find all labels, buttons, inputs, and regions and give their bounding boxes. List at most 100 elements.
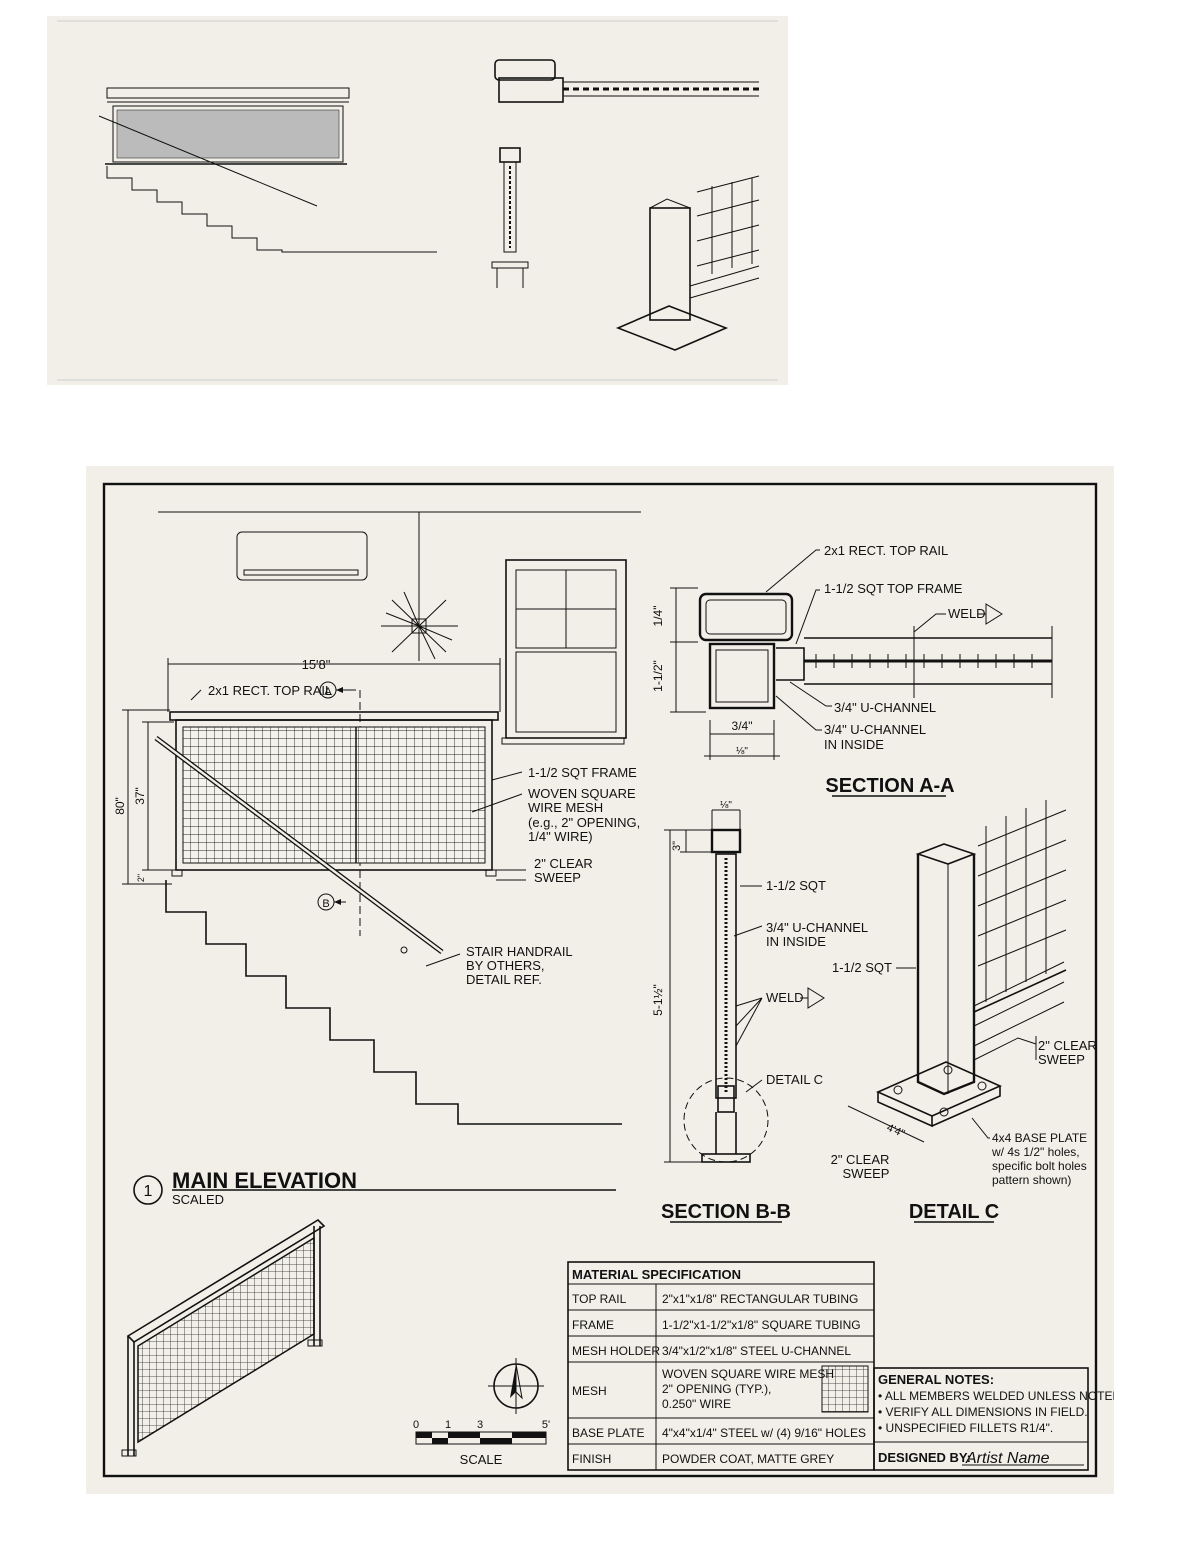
material-spec-table: MATERIAL SPECIFICATION TOP RAIL 2"x1"x1/… [567, 1261, 875, 1471]
svg-text:POWDER COAT, MATTE GREY: POWDER COAT, MATTE GREY [662, 1452, 834, 1466]
ac-unit-icon [236, 531, 368, 581]
svg-text:BASE PLATE: BASE PLATE [572, 1426, 644, 1440]
height-overall-dim: 80" [113, 797, 127, 815]
svg-text:2" CLEAR: 2" CLEAR [534, 856, 593, 871]
svg-text:DESIGNED BY:: DESIGNED BY: [878, 1450, 971, 1465]
top-rail [169, 711, 499, 721]
svg-text:WELD: WELD [766, 990, 804, 1005]
svg-text:A: A [324, 686, 332, 698]
svg-text:DETAIL C: DETAIL C [766, 1072, 823, 1087]
svg-text:B: B [322, 898, 329, 910]
svg-text:3/4" U-CHANNEL: 3/4" U-CHANNEL [824, 722, 926, 737]
scale-label: SCALE [460, 1452, 503, 1467]
svg-text:4"x4"x1/4" STEEL w/ (4) 9/16": 4"x4"x1/4" STEEL w/ (4) 9/16" HOLES [662, 1426, 866, 1440]
svg-text:2" CLEAR: 2" CLEAR [1038, 1038, 1097, 1053]
svg-text:MESH: MESH [572, 1384, 607, 1398]
thumb-section-bb [491, 147, 529, 288]
top-rail-label: 2x1 RECT. TOP RAIL [208, 683, 332, 698]
mesh-swatch-icon [821, 1365, 869, 1413]
scale-bar: 0 1 3 5' SCALE [413, 1419, 550, 1467]
svg-text:MATERIAL SPECIFICATION: MATERIAL SPECIFICATION [572, 1267, 741, 1282]
svg-text:• VERIFY ALL DIMENSIONS IN FIE: • VERIFY ALL DIMENSIONS IN FIELD. [878, 1405, 1088, 1419]
svg-text:⅛": ⅛" [736, 746, 748, 757]
section-bb-title: SECTION B-B [661, 1201, 791, 1223]
elevation-subtitle: SCALED [172, 1192, 224, 1207]
window-icon [501, 559, 627, 745]
top-rail-section [698, 592, 794, 642]
view-number: 1 [144, 1183, 153, 1200]
svg-text:WOVEN SQUARE: WOVEN SQUARE [528, 786, 636, 801]
north-arrow-icon [488, 1358, 544, 1414]
svg-text:BY OTHERS,: BY OTHERS, [466, 958, 545, 973]
svg-text:1-1/2"x1-1/2"x1/8" SQUARE TUBI: 1-1/2"x1-1/2"x1/8" SQUARE TUBING [662, 1318, 861, 1332]
thumb-elevation [98, 87, 437, 253]
thumbnail-drawing [57, 20, 778, 381]
svg-text:1: 1 [445, 1419, 451, 1431]
blueprint-drawing: 15'8" 2x1 RECT. TOP RAIL A B [102, 482, 1121, 1478]
svg-text:WOVEN SQUARE WIRE MESH: WOVEN SQUARE WIRE MESH [662, 1367, 834, 1381]
general-notes: GENERAL NOTES: • ALL MEMBERS WELDED UNLE… [873, 1367, 1121, 1471]
svg-text:2x1 RECT. TOP RAIL: 2x1 RECT. TOP RAIL [824, 543, 948, 558]
elevation-title: MAIN ELEVATION [172, 1168, 357, 1193]
svg-text:MESH HOLDER: MESH HOLDER [572, 1344, 660, 1358]
bb-post [715, 853, 737, 1099]
svg-text:3/4" U-CHANNEL: 3/4" U-CHANNEL [834, 700, 936, 715]
svg-text:SWEEP: SWEEP [843, 1166, 890, 1181]
svg-text:FRAME: FRAME [572, 1318, 614, 1332]
dc-post [916, 854, 976, 1096]
svg-text:1-1/2": 1-1/2" [651, 660, 665, 692]
svg-text:• ALL MEMBERS WELDED UNLESS NO: • ALL MEMBERS WELDED UNLESS NOTED [878, 1389, 1114, 1403]
svg-text:DETAIL REF.: DETAIL REF. [466, 972, 542, 987]
chandelier-icon [381, 512, 458, 661]
detail-c-callout-circle [683, 1077, 769, 1163]
svg-text:0.250" WIRE: 0.250" WIRE [662, 1397, 731, 1411]
svg-text:SWEEP: SWEEP [1038, 1052, 1085, 1067]
section-aa: 2x1 RECT. TOP RAIL 1-1/2 SQT TOP FRAME W… [651, 543, 1053, 797]
svg-text:WIRE MESH: WIRE MESH [528, 800, 603, 815]
detail-c-title: DETAIL C [909, 1201, 999, 1223]
svg-text:⅛": ⅛" [720, 800, 732, 811]
svg-text:• UNSPECIFIED FILLETS R1/4".: • UNSPECIFIED FILLETS R1/4". [878, 1421, 1053, 1435]
svg-text:TOP RAIL: TOP RAIL [572, 1292, 627, 1306]
frame-label: 1-1/2 SQT FRAME [528, 765, 637, 780]
svg-text:WELD: WELD [948, 606, 986, 621]
svg-text:STAIR HANDRAIL: STAIR HANDRAIL [466, 944, 573, 959]
height-sweep-dim: 2" [136, 874, 146, 882]
bb-top-rail [710, 828, 742, 854]
svg-text:4'4": 4'4" [885, 1122, 907, 1140]
thumb-section-aa [494, 59, 759, 103]
svg-text:FINISH: FINISH [572, 1452, 611, 1466]
height-rail-dim: 37" [133, 787, 147, 805]
signature: Artist Name [965, 1450, 1050, 1467]
svg-text:2" OPENING (TYP.),: 2" OPENING (TYP.), [662, 1382, 771, 1396]
svg-text:4x4 BASE PLATE: 4x4 BASE PLATE [992, 1131, 1087, 1145]
sheet-border [102, 482, 1098, 1478]
svg-text:SWEEP: SWEEP [534, 870, 581, 885]
svg-text:1-1/2 SQT TOP FRAME: 1-1/2 SQT TOP FRAME [824, 581, 963, 596]
svg-text:2"x1"x1/8" RECTANGULAR TUBING: 2"x1"x1/8" RECTANGULAR TUBING [662, 1292, 858, 1306]
svg-text:pattern shown): pattern shown) [992, 1173, 1071, 1187]
drawing-sheet: 15'8" 2x1 RECT. TOP RAIL A B [86, 466, 1121, 1494]
svg-text:3: 3 [477, 1419, 483, 1431]
svg-text:IN INSIDE: IN INSIDE [824, 737, 884, 752]
svg-text:3": 3" [671, 841, 683, 851]
detail-c: 1-1/2 SQT 2" CLEAR SWEEP 4'4" 2" CLEAR S… [831, 800, 1097, 1223]
svg-text:3/4" U-CHANNEL: 3/4" U-CHANNEL [766, 920, 868, 935]
section-aa-title: SECTION A-A [825, 775, 954, 797]
svg-text:5-1½": 5-1½" [651, 984, 665, 1016]
svg-text:1/4": 1/4" [651, 606, 665, 627]
overall-width-dim: 15'8" [302, 657, 331, 672]
svg-text:w/ 4s 1/2" holes,: w/ 4s 1/2" holes, [991, 1145, 1080, 1159]
svg-text:(e.g., 2" OPENING,: (e.g., 2" OPENING, [528, 815, 640, 830]
isometric-rail [121, 1218, 326, 1457]
svg-text:3/4"x1/2"x1/8" STEEL U-CHANNEL: 3/4"x1/2"x1/8" STEEL U-CHANNEL [662, 1344, 851, 1358]
svg-text:1-1/2 SQT: 1-1/2 SQT [832, 960, 892, 975]
top-frame-section [708, 642, 776, 710]
svg-text:0: 0 [413, 1419, 419, 1431]
svg-text:GENERAL NOTES:: GENERAL NOTES: [878, 1372, 994, 1387]
svg-text:3/4": 3/4" [732, 719, 753, 733]
svg-text:2" CLEAR: 2" CLEAR [831, 1152, 890, 1167]
section-bb: ⅛" 3" 5-1½" 1-1/2 SQT 3/4" U-CHANNEL IN … [651, 800, 868, 1223]
stairs [165, 880, 622, 1125]
svg-text:1/4" WIRE): 1/4" WIRE) [528, 829, 593, 844]
